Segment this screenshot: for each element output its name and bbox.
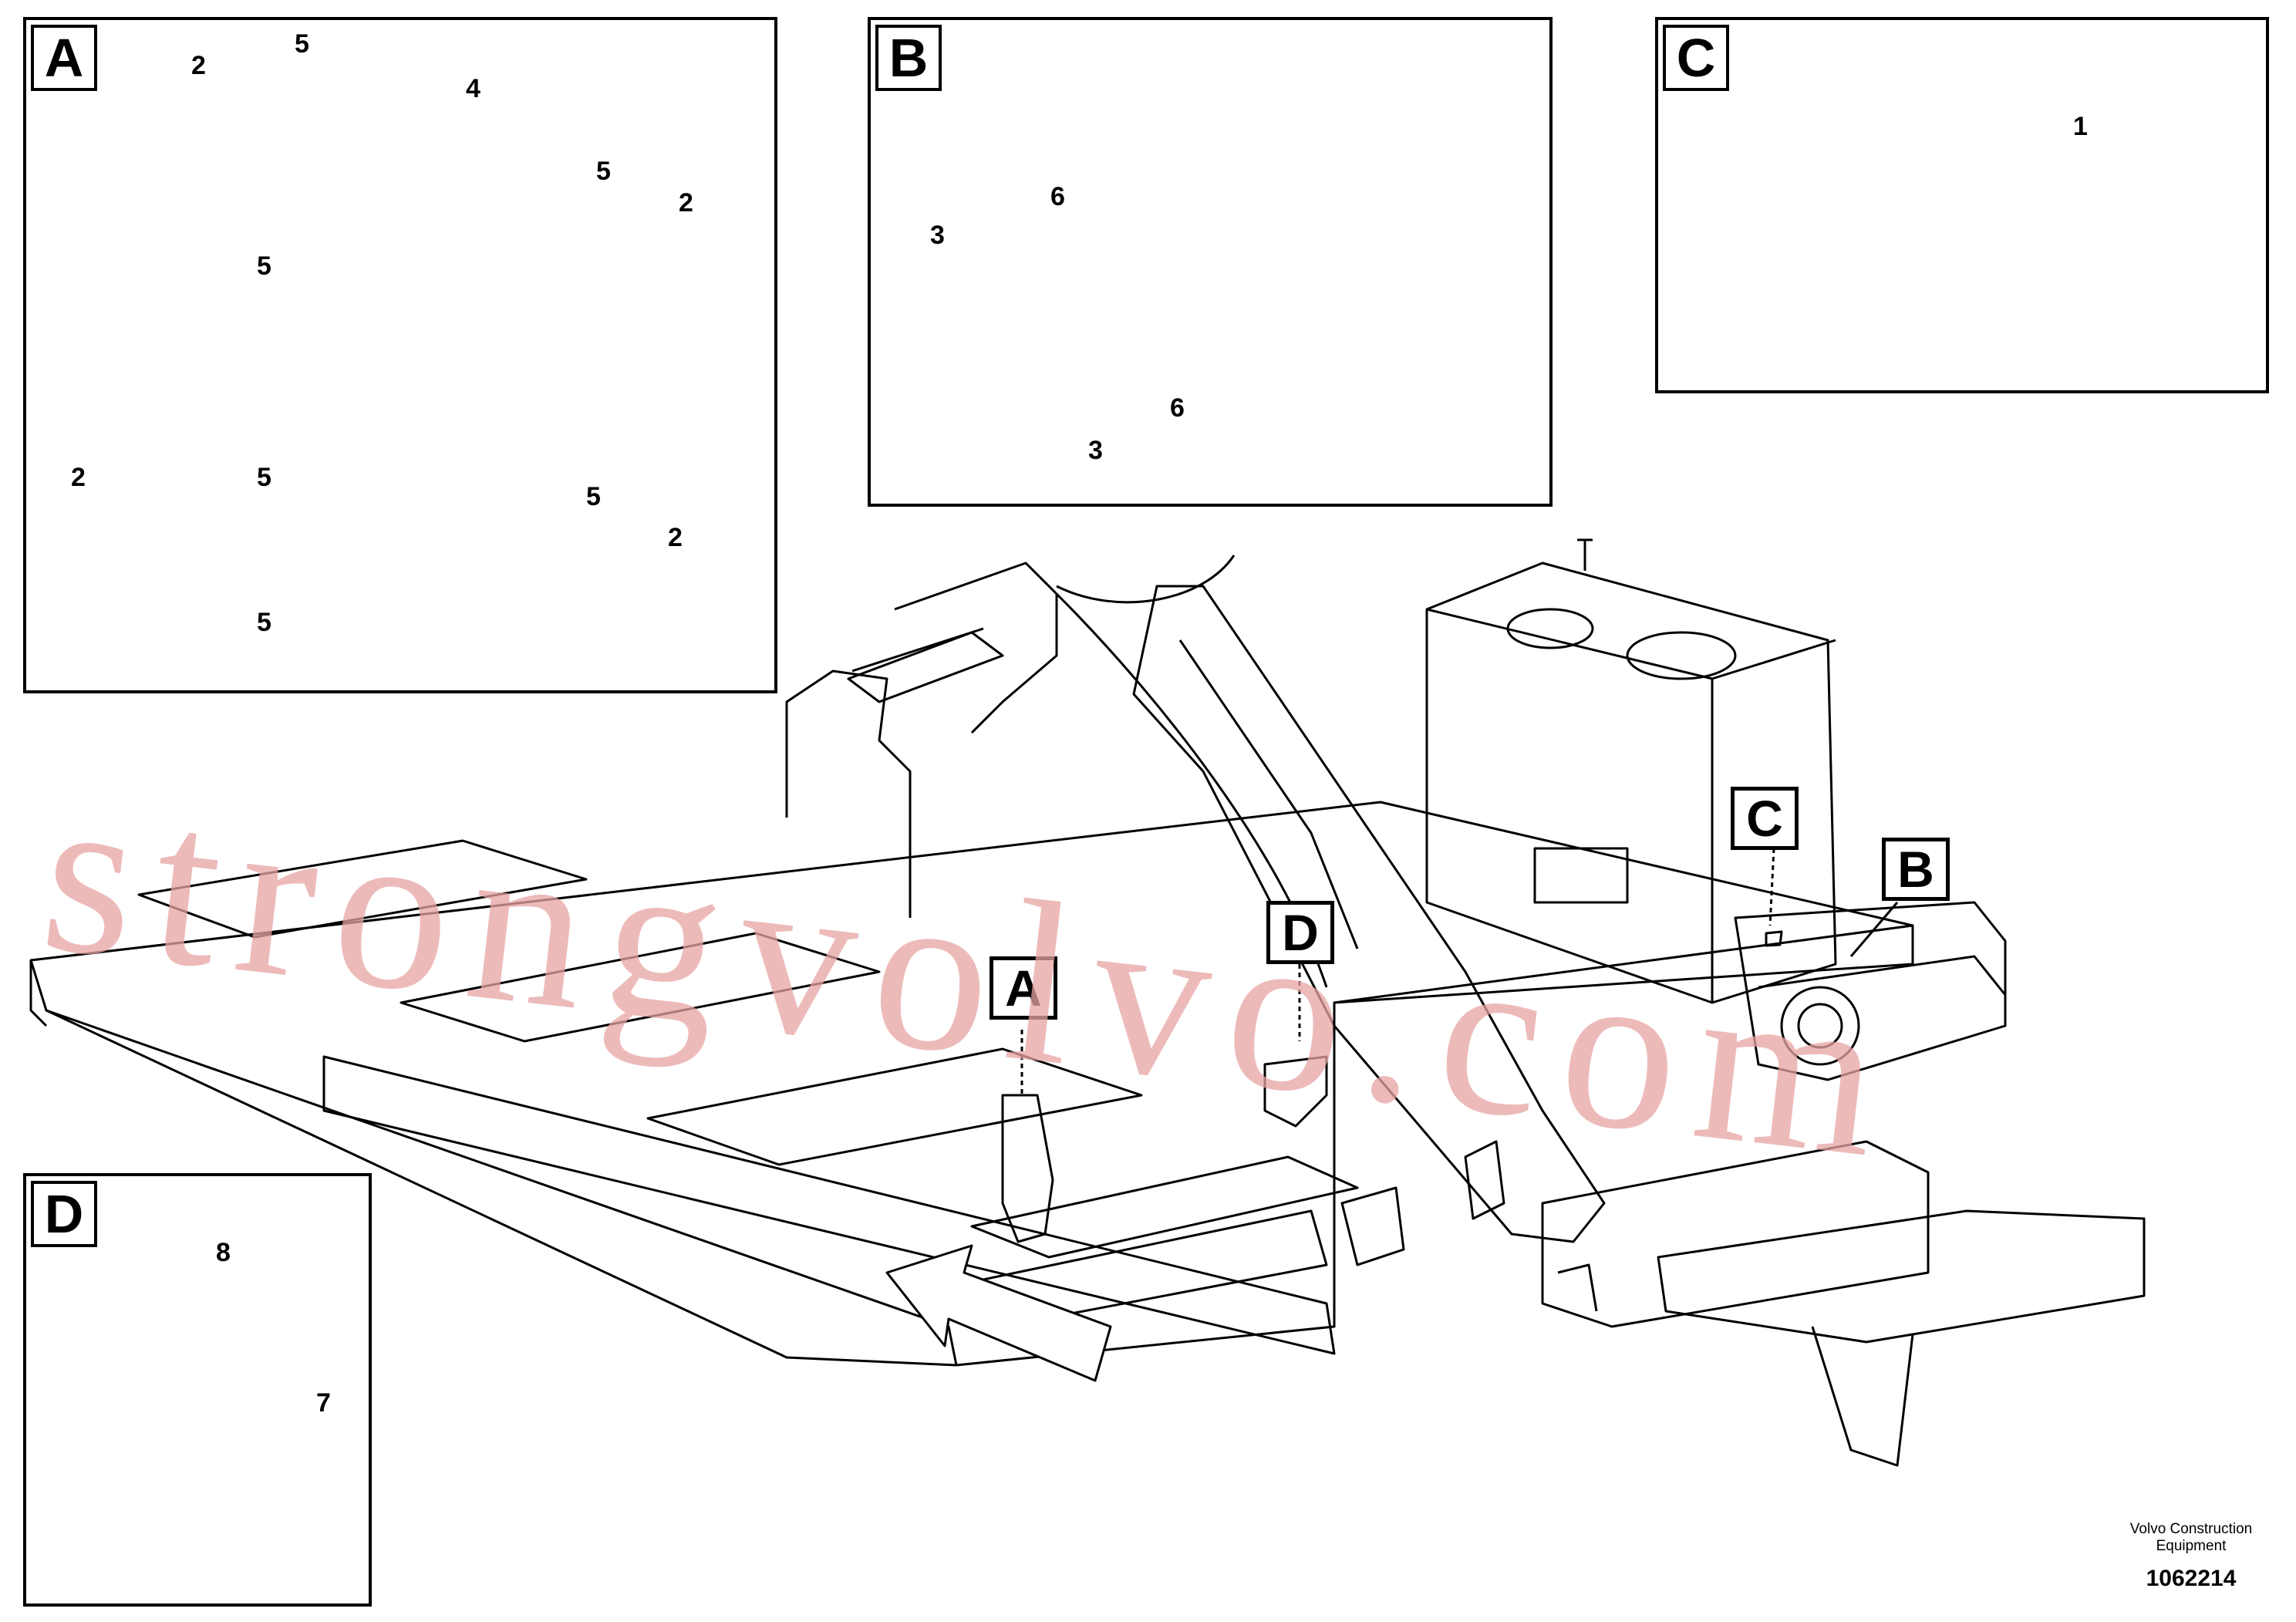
callout-4: 4 (466, 74, 480, 103)
callout-3-bot: 3 (1088, 436, 1103, 465)
location-tag-b: B (1882, 838, 1950, 901)
location-tag-d: D (1266, 901, 1334, 964)
footer: Volvo Construction Equipment 1062214 (2114, 1521, 2268, 1592)
location-tag-c: C (1731, 787, 1799, 850)
callout-5-top: 5 (295, 29, 309, 59)
callout-5-left-bot: 5 (257, 608, 271, 637)
callout-6-bot: 6 (1170, 393, 1185, 423)
callout-1: 1 (2073, 112, 2088, 141)
drawing-number: 1062214 (2146, 1566, 2237, 1591)
callout-2-right-bot: 2 (668, 523, 683, 552)
callout-8: 8 (216, 1238, 231, 1267)
callout-7: 7 (316, 1388, 331, 1418)
callout-2-right-top: 2 (679, 188, 693, 218)
panel-label-a: A (31, 25, 97, 91)
callout-6-top: 6 (1050, 182, 1065, 211)
detail-panel-a: A (23, 17, 777, 693)
panel-label-b: B (875, 25, 942, 91)
callout-3-top: 3 (930, 221, 945, 250)
location-tag-a: A (990, 956, 1057, 1020)
callout-2-top: 2 (191, 51, 206, 80)
callout-5-left-top: 5 (257, 251, 271, 281)
detail-panel-d: D (23, 1173, 372, 1607)
panel-label-c: C (1663, 25, 1729, 91)
callout-2-group: 2 (71, 463, 86, 492)
detail-panel-b: B (868, 17, 1553, 507)
callout-5-right-mid: 5 (586, 482, 601, 511)
panel-label-d: D (31, 1181, 97, 1247)
callout-5-left-mid: 5 (257, 463, 271, 492)
company-name: Volvo Construction Equipment (2129, 1521, 2253, 1554)
detail-panel-c: C (1655, 17, 2269, 393)
callout-5-right-top: 5 (596, 157, 611, 186)
